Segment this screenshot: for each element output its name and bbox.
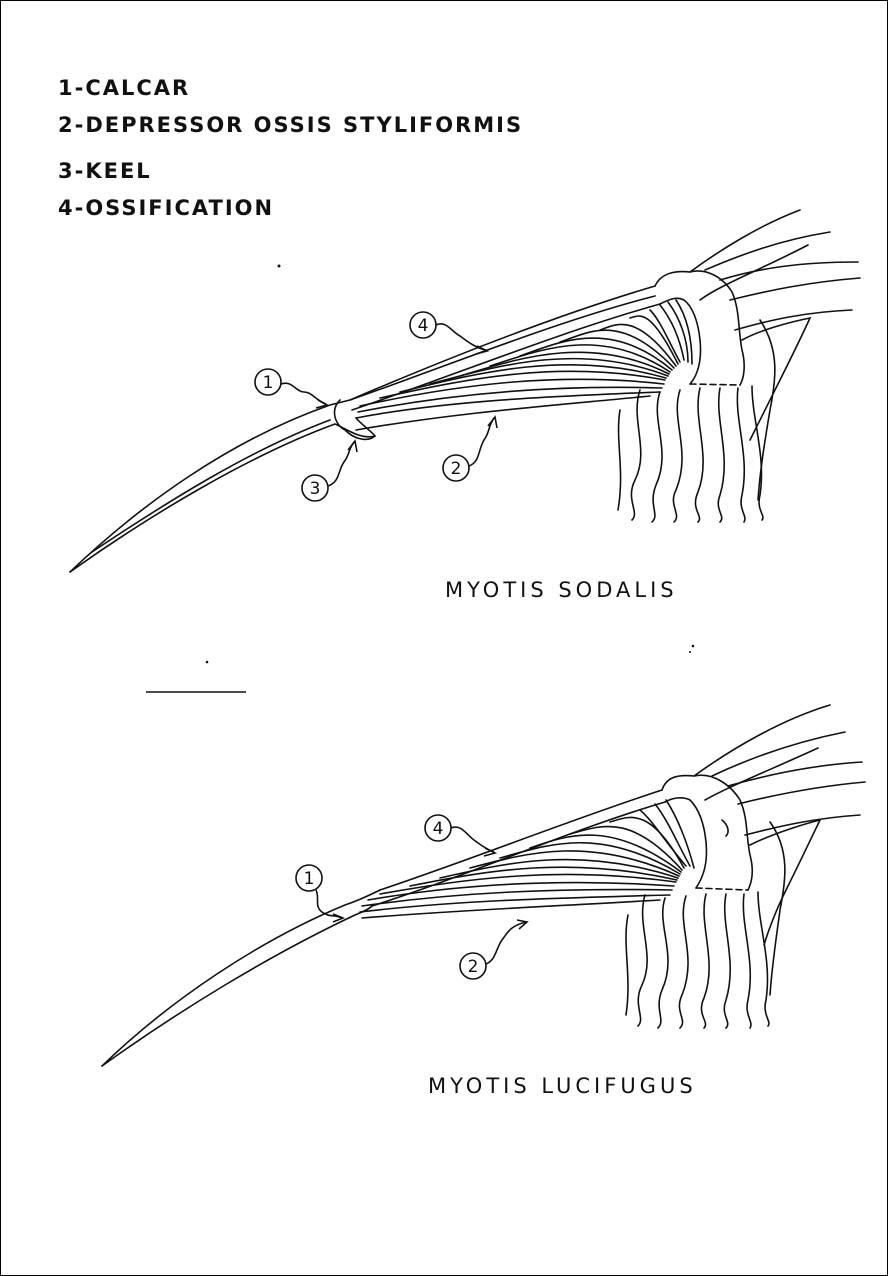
callout-4-label: 4 <box>418 316 429 336</box>
callouts-myotis-lucifugus <box>296 815 527 979</box>
callout-2-label: 2 <box>451 459 462 479</box>
drawing-myotis-lucifugus <box>102 705 865 1066</box>
species-label-myotis-lucifugus: MYOTIS LUCIFUGUS <box>428 1074 697 1098</box>
stray-mark <box>689 651 691 653</box>
callout-3-label: 3 <box>310 479 321 499</box>
stray-mark <box>278 265 281 268</box>
callout-1-label: 1 <box>304 869 315 889</box>
callout-labels-myotis-lucifugus: 1 2 4 <box>304 819 479 977</box>
species-label-myotis-sodalis: MYOTIS SODALIS <box>445 578 678 602</box>
callout-2-label: 2 <box>468 957 479 977</box>
stray-mark <box>206 661 209 664</box>
callout-4-label: 4 <box>433 819 444 839</box>
callout-labels-myotis-sodalis: 1 2 3 4 <box>263 316 462 499</box>
stray-mark <box>692 645 695 648</box>
drawing-myotis-sodalis <box>70 210 860 572</box>
callout-1-label: 1 <box>263 373 274 393</box>
